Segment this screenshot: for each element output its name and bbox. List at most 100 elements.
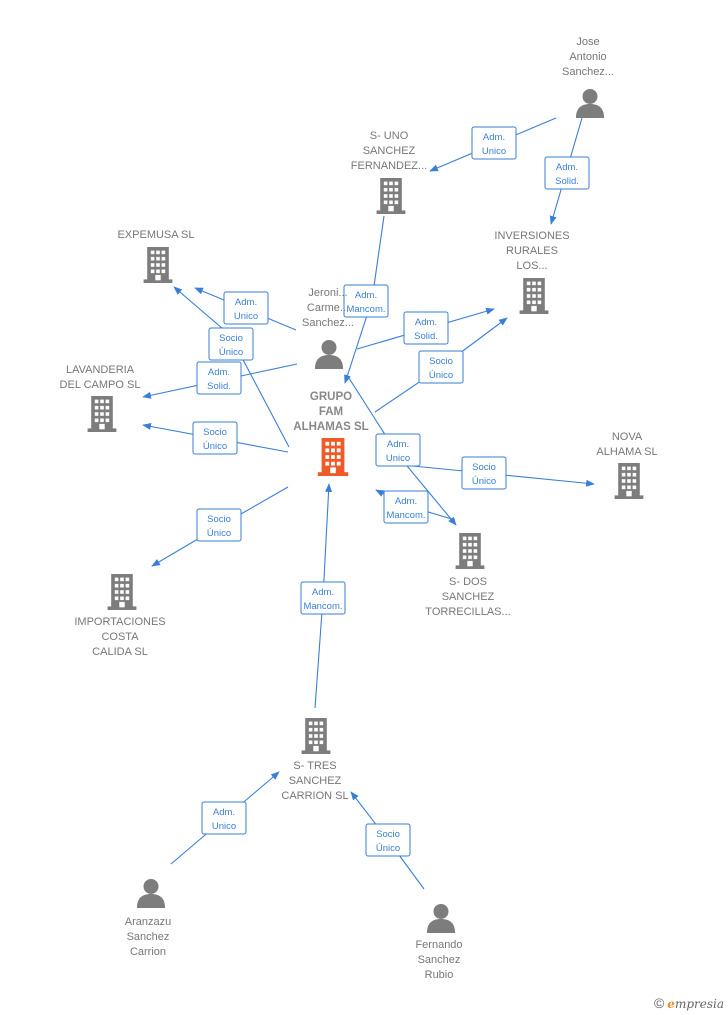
node-jeronimo[interactable]: Jeroni...Carme...Sanchez... <box>302 287 354 369</box>
main-company-building-icon <box>317 438 349 476</box>
building-icon <box>301 718 331 754</box>
node-suno[interactable]: S- UNOSANCHEZFERNANDEZ... <box>351 130 427 214</box>
badge-label-line: Solid. <box>207 381 231 392</box>
edge-badge-e7[interactable]: Adm. Solid. <box>403 311 449 345</box>
edge-badge-e10[interactable]: Adm. Unico <box>375 433 421 467</box>
building-icon <box>143 247 173 283</box>
edge-badge-e12[interactable]: Adm. Mancom. <box>383 490 429 524</box>
badge-label-line: Unico <box>482 146 506 157</box>
badge-label-line: Único <box>376 843 400 854</box>
node-label-line: Jose <box>576 36 599 48</box>
badge-box <box>375 433 421 467</box>
node-label-line: Rubio <box>425 969 454 981</box>
badge-label-line: Adm. <box>415 317 437 328</box>
badge-label-line: Socio <box>472 462 496 473</box>
badge-box <box>201 801 247 835</box>
building-icon <box>376 178 406 214</box>
person-icon <box>136 878 166 908</box>
badge-box <box>300 581 346 615</box>
badge-box <box>223 291 269 325</box>
badge-label-line: Mancom. <box>386 510 425 521</box>
person-icon <box>575 88 605 118</box>
node-label-line: Sanchez <box>418 954 461 966</box>
node-label-line: SANCHEZ <box>289 775 342 787</box>
node-label-line: ALHAMAS SL <box>293 421 368 433</box>
badge-label-line: Unico <box>386 453 410 464</box>
badge-label-line: Único <box>429 370 453 381</box>
node-label-line: FERNANDEZ... <box>351 160 427 172</box>
edge-badge-e4[interactable]: Adm.Unico <box>223 291 269 325</box>
badge-label-line: Mancom. <box>303 601 342 612</box>
badge-label-line: Unico <box>234 311 258 322</box>
building-icon <box>87 396 117 432</box>
badge-label-line: Mancom. <box>346 304 385 315</box>
node-label-line: FAM <box>319 406 343 418</box>
badge-box <box>192 421 238 455</box>
edge-badges-layer: Adm.UnicoAdm.Solid.Adm.Mancom.Adm.UnicoS… <box>192 126 590 857</box>
node-label-line: CALIDA SL <box>92 646 148 658</box>
node-label-line: DEL CAMPO SL <box>60 379 141 391</box>
node-label-line: CARRION SL <box>281 790 348 802</box>
node-label-line: LOS... <box>516 260 547 272</box>
badge-label-line: Único <box>203 441 227 452</box>
edge-badge-e2[interactable]: Adm. Solid. <box>544 156 590 190</box>
badge-box <box>461 456 507 490</box>
badge-label-line: Adm. <box>208 367 230 378</box>
badge-label-line: Adm. <box>355 290 377 301</box>
node-jose[interactable]: JoseAntonioSanchez... <box>562 36 614 118</box>
badge-label-line: Socio <box>207 514 231 525</box>
badge-label-line: Solid. <box>555 176 579 187</box>
node-label-line: COSTA <box>101 631 139 643</box>
badge-label-line: Adm. <box>395 496 417 507</box>
node-expemusa[interactable]: EXPEMUSA SL <box>117 229 195 283</box>
node-label-line: Jeroni... <box>308 287 347 299</box>
node-label-line: Fernando <box>415 939 462 951</box>
badge-label-line: Adm. <box>387 439 409 450</box>
badge-box <box>383 490 429 524</box>
edge-badge-e6[interactable]: Adm. Solid. <box>196 361 242 395</box>
person-icon <box>314 339 344 369</box>
badge-label-line: Adm. <box>556 162 578 173</box>
badge-label-line: Socio <box>429 356 453 367</box>
badge-label-line: Socio <box>376 829 400 840</box>
badge-box <box>196 508 242 542</box>
badge-label-line: Único <box>219 347 243 358</box>
badge-box <box>544 156 590 190</box>
badge-box <box>196 361 242 395</box>
badge-label-line: Unico <box>212 821 236 832</box>
edge-badge-e1[interactable]: Adm.Unico <box>471 126 517 160</box>
empresia-logo-initial: e <box>667 997 675 1011</box>
node-sdos[interactable]: S- DOSSANCHEZTORRECILLAS... <box>425 533 511 618</box>
node-label-line: RURALES <box>506 245 558 257</box>
edge-badge-e14[interactable]: Adm. Mancom. <box>300 581 346 615</box>
badge-label-line: Adm. <box>312 587 334 598</box>
badge-label-line: Solid. <box>414 331 438 342</box>
empresia-logo-text: mpresia <box>674 997 724 1011</box>
copyright-symbol: © <box>653 995 665 1011</box>
node-inversiones[interactable]: INVERSIONESRURALESLOS... <box>494 230 570 314</box>
node-label-line: Carme... <box>307 302 349 314</box>
edge-badge-e3[interactable]: Adm. Mancom. <box>343 284 389 318</box>
node-label-line: ALHAMA SL <box>596 446 657 458</box>
node-label-line: S- DOS <box>449 576 487 588</box>
building-icon <box>614 463 644 499</box>
edge-badge-e15[interactable]: Adm. Unico <box>201 801 247 835</box>
empresia-brand[interactable]: ©empresia <box>654 995 724 1011</box>
person-icon <box>426 903 456 933</box>
node-label-line: SANCHEZ <box>442 591 495 603</box>
badge-label-line: Adm. <box>213 807 235 818</box>
